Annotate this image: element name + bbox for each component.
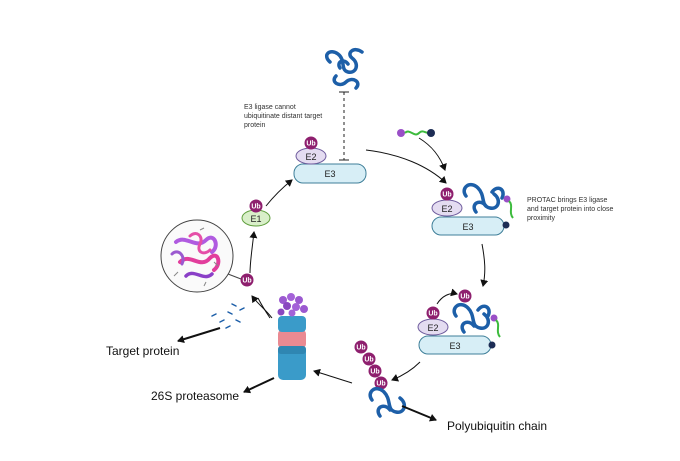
svg-text:Ub: Ub: [376, 381, 385, 388]
cycle-arrows: [249, 137, 489, 384]
zoom-connector-line: [227, 273, 242, 280]
top-e3-complex: E3 E2 Ub: [293, 136, 367, 184]
distant-target-protein-icon: [325, 47, 364, 90]
protac-ternary-complex: E3 E2 Ub: [431, 183, 514, 236]
e3-label: E3: [449, 341, 460, 351]
svg-text:Ub: Ub: [370, 369, 379, 376]
target-protein-label: Target protein: [106, 344, 179, 358]
svg-text:Ub: Ub: [356, 345, 365, 352]
proteasome-icon: [277, 293, 308, 380]
protein-structure-zoom: [160, 219, 234, 293]
free-ubiquitin: Ub: [240, 273, 254, 287]
e2-label: E2: [441, 204, 452, 214]
e2-label: E2: [427, 323, 438, 333]
svg-text:Ub: Ub: [364, 357, 373, 364]
polyubiquitin-label: Polyubiquitin chain: [447, 419, 547, 433]
proteasome-label: 26S proteasome: [151, 389, 239, 403]
e3-label: E3: [324, 169, 335, 179]
protac-molecule-icon: [397, 129, 435, 137]
peptide-fragments-icon: [211, 303, 245, 329]
ubiquitin-transfer-complex: E3 E2 Ub Ub: [417, 288, 501, 355]
e1-label: E1: [250, 214, 261, 224]
svg-text:Ub: Ub: [242, 278, 251, 285]
ub-label: Ub: [460, 294, 469, 301]
e3-cannot-label: E3 ligase cannot ubiquitinate distant ta…: [244, 104, 324, 129]
ub-label: Ub: [442, 192, 451, 199]
ub-label: Ub: [428, 311, 437, 318]
ub-label: Ub: [306, 141, 315, 148]
e2-label: E2: [305, 152, 316, 162]
protac-brings-label: PROTAC brings E3 ligase and target prote…: [527, 197, 615, 222]
e1-complex: E1 Ub: [241, 199, 271, 227]
ub-label: Ub: [251, 204, 260, 211]
e3-label: E3: [462, 222, 473, 232]
polyubiquitinated-target: Ub Ub Ub Ub: [354, 340, 407, 418]
output-arrows: [177, 327, 437, 422]
